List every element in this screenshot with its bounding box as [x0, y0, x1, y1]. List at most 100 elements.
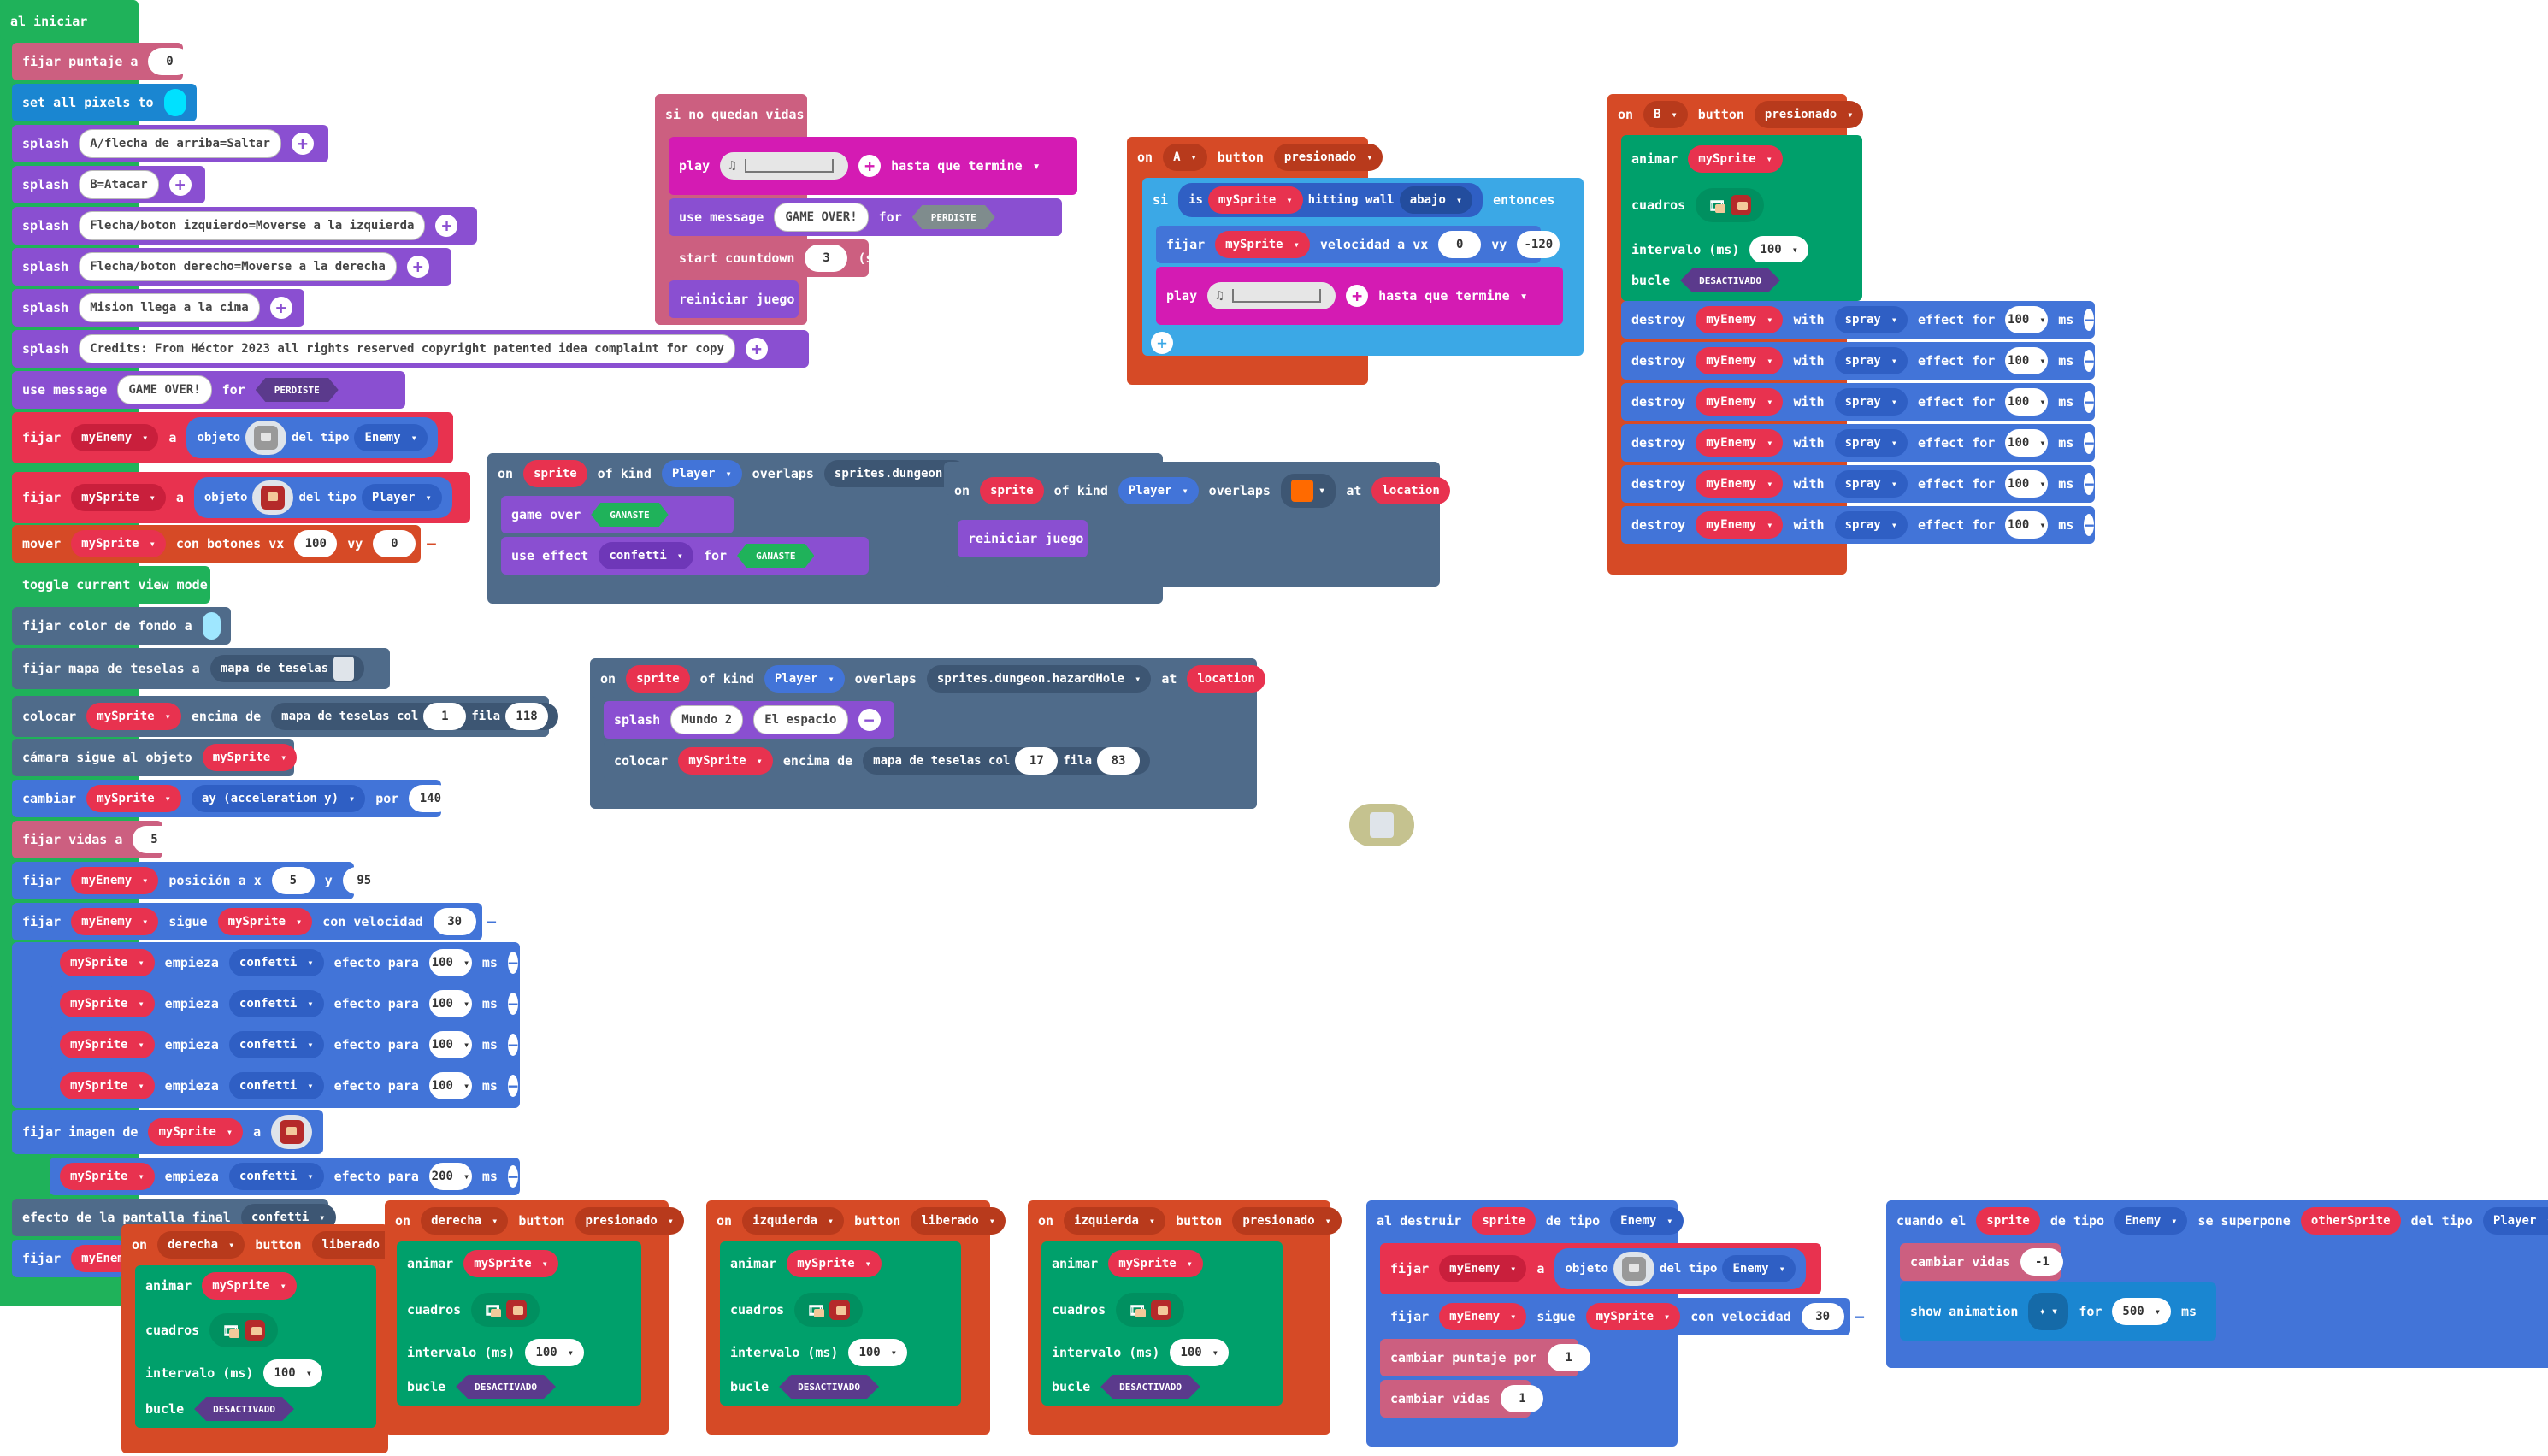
- animate-row[interactable]: animar mySprite: [135, 1267, 349, 1305]
- var-dropdown[interactable]: mySprite: [1215, 231, 1310, 258]
- destroy-row-1[interactable]: destroy myEnemy with spray effect for 10…: [1621, 301, 2095, 339]
- var-dropdown[interactable]: mySprite: [202, 744, 298, 771]
- var-dropdown[interactable]: mySprite: [60, 1163, 155, 1190]
- var-dropdown[interactable]: myEnemy: [71, 867, 159, 894]
- property-dropdown[interactable]: ay (acceleration y): [191, 785, 366, 812]
- plus-icon[interactable]: +: [406, 256, 429, 278]
- toggle-view-block[interactable]: toggle current view mode: [12, 566, 210, 604]
- minus-icon[interactable]: −: [486, 911, 497, 933]
- splash-block-3[interactable]: splash Flecha/boton izquierdo=Moverse a …: [12, 207, 477, 245]
- minus-icon[interactable]: −: [1854, 1306, 1865, 1328]
- location-var[interactable]: location: [1187, 665, 1265, 693]
- var-dropdown[interactable]: myEnemy: [71, 908, 159, 935]
- minus-icon[interactable]: −: [507, 952, 519, 974]
- confetti-effect-4[interactable]: mySprite empieza confetti efecto para 10…: [50, 1067, 520, 1105]
- effect-dropdown[interactable]: spray: [1834, 388, 1908, 416]
- on-left-released-header[interactable]: on izquierda button liberado: [706, 1202, 1006, 1240]
- chevron-down-icon[interactable]: ▾: [1519, 288, 1528, 304]
- plus-icon[interactable]: +: [1346, 285, 1369, 307]
- splash-block-6[interactable]: splash Credits: From Héctor 2023 all rig…: [12, 330, 809, 368]
- tile-target[interactable]: sprites.dungeon.hazardHole: [926, 665, 1152, 693]
- kind-dropdown[interactable]: Player: [1118, 477, 1199, 504]
- change-lives-block[interactable]: cambiar vidas -1: [1900, 1243, 2064, 1281]
- interval-row[interactable]: intervalo (ms) 100: [135, 1354, 349, 1392]
- var-dropdown[interactable]: myEnemy: [1696, 511, 1784, 539]
- tilemap-picker[interactable]: mapa de teselas: [209, 655, 365, 682]
- button-dropdown[interactable]: A: [1163, 144, 1207, 171]
- game-over-block[interactable]: game over GANASTE: [501, 496, 734, 533]
- var-dropdown[interactable]: mySprite: [217, 908, 313, 935]
- var-dropdown[interactable]: mySprite: [71, 484, 166, 511]
- score-value[interactable]: 0: [148, 48, 192, 75]
- var-dropdown[interactable]: myEnemy: [1696, 429, 1784, 457]
- ay-value[interactable]: 140: [409, 785, 452, 812]
- destroy-row-2[interactable]: destroy myEnemy with spray effect for 10…: [1621, 342, 2095, 380]
- loop-row[interactable]: bucle DESACTIVADO: [1041, 1368, 1283, 1406]
- follow-block[interactable]: fijar myEnemy sigue mySprite con velocid…: [1380, 1298, 1865, 1335]
- splash-world-block[interactable]: splash Mundo 2 El espacio −: [604, 701, 894, 739]
- set-enemy-partial-block[interactable]: fijar myEnemy: [12, 1240, 143, 1277]
- var-dropdown[interactable]: mySprite: [60, 949, 155, 976]
- event-dropdown[interactable]: presionado: [1273, 144, 1383, 171]
- player-sprite-icon[interactable]: [252, 480, 294, 515]
- sprite-var[interactable]: sprite: [1976, 1207, 2040, 1235]
- ghost-sprite-icon[interactable]: [245, 421, 287, 455]
- floating-tile-block[interactable]: [1349, 804, 1414, 846]
- plus-icon[interactable]: +: [745, 338, 768, 360]
- add-else-icon[interactable]: +: [1151, 332, 1173, 354]
- minus-icon[interactable]: −: [2084, 309, 2095, 331]
- minus-icon[interactable]: −: [507, 1075, 519, 1097]
- duration-value[interactable]: 100: [2005, 511, 2049, 539]
- confetti-effect-3[interactable]: mySprite empieza confetti efecto para 10…: [50, 1026, 520, 1064]
- frames-row[interactable]: cuadros 🎞: [135, 1308, 349, 1353]
- splash-text[interactable]: B=Atacar: [79, 170, 159, 199]
- animate-row[interactable]: animar mySprite: [1041, 1245, 1255, 1282]
- var-dropdown[interactable]: myEnemy: [1439, 1303, 1527, 1330]
- lives-delta[interactable]: -1: [2020, 1248, 2064, 1276]
- animate-row[interactable]: animar mySprite: [720, 1245, 934, 1282]
- tile-location[interactable]: mapa de teselas col 17 fila 83: [863, 747, 1151, 775]
- minus-icon[interactable]: −: [426, 533, 437, 555]
- splash-text[interactable]: Credits: From Héctor 2023 all rights res…: [79, 334, 735, 363]
- kind-dropdown[interactable]: Player: [2482, 1207, 2548, 1235]
- frames-icon[interactable]: 🎞: [471, 1293, 540, 1327]
- splash-text[interactable]: A/flecha de arriba=Saltar: [79, 129, 281, 158]
- set-image-block[interactable]: fijar imagen de mySprite a: [12, 1110, 323, 1154]
- set-enemy-block[interactable]: fijar myEnemy a objeto del tipo Enemy: [1380, 1243, 1821, 1294]
- no-lives-header[interactable]: si no quedan vidas: [655, 96, 805, 133]
- on-left-pressed-header[interactable]: on izquierda button presionado: [1028, 1202, 1342, 1240]
- interval-value[interactable]: 100: [848, 1339, 907, 1366]
- sprite-create[interactable]: objeto del tipo Enemy: [186, 417, 438, 458]
- animate-row[interactable]: animar mySprite: [397, 1245, 610, 1282]
- overlap-dungeon-header[interactable]: on sprite of kind Player overlaps sprite…: [487, 455, 968, 492]
- countdown-value[interactable]: 3: [805, 245, 848, 272]
- button-dropdown[interactable]: derecha: [421, 1207, 509, 1235]
- interval-row[interactable]: intervalo (ms) 100: [397, 1334, 610, 1371]
- duration-value[interactable]: 200: [428, 1163, 472, 1190]
- vx-value[interactable]: 0: [1438, 231, 1482, 258]
- use-effect-block[interactable]: use effect confetti for GANASTE: [501, 537, 869, 575]
- effect-dropdown[interactable]: spray: [1834, 306, 1908, 333]
- effect-dropdown[interactable]: confetti: [228, 1163, 324, 1190]
- set-score-block[interactable]: fijar puntaje a 0: [12, 43, 192, 80]
- effect-dropdown[interactable]: confetti: [228, 990, 324, 1017]
- set-position-block[interactable]: fijar myEnemy posición a x 5 y 95: [12, 862, 386, 899]
- confetti-effect-5[interactable]: mySprite empieza confetti efecto para 20…: [50, 1158, 520, 1195]
- if-header[interactable]: si is mySprite hitting wall abajo entonc…: [1142, 180, 1584, 221]
- button-dropdown[interactable]: izquierda: [742, 1207, 845, 1235]
- camera-follow-block[interactable]: cámara sigue al objeto mySprite: [12, 739, 298, 776]
- duration-value[interactable]: 100: [428, 1031, 472, 1058]
- minus-icon[interactable]: −: [2084, 391, 2095, 413]
- destroy-row-4[interactable]: destroy myEnemy with spray effect for 10…: [1621, 424, 2095, 462]
- interval-value[interactable]: 100: [525, 1339, 584, 1366]
- var-dropdown[interactable]: mySprite: [1688, 145, 1783, 173]
- minus-icon[interactable]: −: [2084, 514, 2095, 536]
- show-animation-block[interactable]: show animation ✦ ▾ for 500 ms: [1900, 1282, 2216, 1341]
- var-dropdown[interactable]: mySprite: [148, 1118, 244, 1146]
- minus-icon[interactable]: −: [2084, 432, 2095, 454]
- melody-icon[interactable]: ♫: [720, 152, 849, 180]
- frames-row[interactable]: cuadros 🎞: [1041, 1288, 1255, 1332]
- overlap-fire-header[interactable]: on sprite of kind Player overlaps ▾ at l…: [944, 467, 1450, 515]
- duration-value[interactable]: 100: [428, 990, 472, 1017]
- interval-value[interactable]: 100: [263, 1359, 322, 1387]
